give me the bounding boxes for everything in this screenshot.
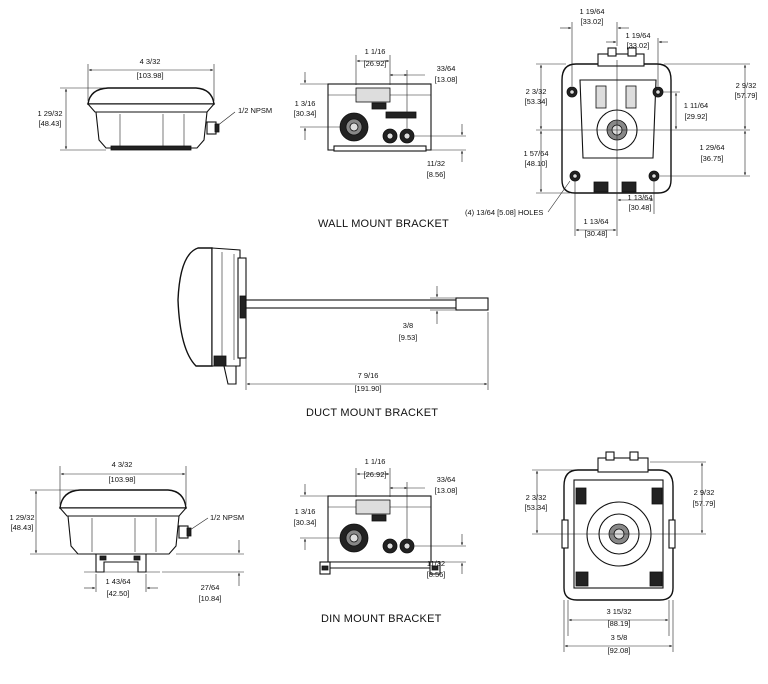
wall-mount-title: WALL MOUNT BRACKET (318, 218, 449, 230)
din-front-w2-in: 33/64 (437, 475, 456, 484)
din-side-height-mm: [48.43] (11, 523, 34, 532)
wall-front-h-in: 1 3/16 (295, 99, 316, 108)
wall-side-view: 4 3/32 [103.98] 1 29/32 [48.43] 1/2 NPSM (37, 57, 272, 151)
duct-length-in: 7 9/16 (358, 371, 379, 380)
wall-back-top2-mm: [33.02] (627, 41, 650, 50)
din-side-offset-in: 27/64 (201, 583, 220, 592)
wall-front-view: 1 1/16 [26.92] 33/64 [13.08] 1 3/16 [30.… (294, 47, 466, 179)
wall-back-l2-mm: [48.10] (525, 159, 548, 168)
din-mount-title: DIN MOUNT BRACKET (321, 613, 442, 625)
din-side-offset-mm: [10.84] (199, 594, 222, 603)
din-back-b1-mm: [88.19] (608, 619, 631, 628)
din-front-w2-mm: [13.08] (435, 486, 458, 495)
din-side-width-in: 4 3/32 (112, 460, 133, 469)
duct-probe-in: 3/8 (403, 321, 413, 330)
wall-back-b2-in: 1 13/64 (583, 217, 608, 226)
wall-back-b1-mm: [30.48] (629, 203, 652, 212)
wall-back-b2-mm: [30.48] (585, 229, 608, 238)
wall-back-l2-in: 1 57/64 (523, 149, 548, 158)
din-front-h-in: 1 3/16 (295, 507, 316, 516)
din-side-view: 4 3/32 [103.98] 1 29/32 [48.43] 1/2 NPSM… (9, 460, 244, 603)
din-back-r-mm: [57.79] (693, 499, 716, 508)
wall-front-w1-mm: [26.92] (364, 59, 387, 68)
duct-side-view: 3/8 [9.53] 7 9/16 [191.90] (177, 247, 489, 393)
wall-back-r2-mm: [29.92] (685, 112, 708, 121)
wall-back-top1-mm: [33.02] (581, 17, 604, 26)
wall-front-b-mm: [8.56] (427, 170, 446, 179)
duct-length-mm: [191.90] (354, 384, 381, 393)
wall-back-r3-in: 1 29/64 (699, 143, 724, 152)
wall-front-w1-in: 1 1/16 (365, 47, 386, 56)
wall-side-width-mm: [103.98] (136, 71, 163, 80)
din-front-b-mm: [8.56] (427, 570, 446, 579)
din-front-b-in: 11/32 (427, 559, 445, 568)
duct-probe-mm: [9.53] (399, 333, 418, 342)
wall-back-b1-in: 1 13/64 (627, 193, 652, 202)
wall-back-top1-in: 1 19/64 (579, 7, 604, 16)
din-back-view: 2 3/32 [53.34] 2 9/32 [57.79] 3 15/32 [8… (525, 451, 716, 655)
wall-back-holes: (4) 13/64 [5.08] HOLES (465, 208, 543, 217)
wall-front-h-mm: [30.34] (294, 109, 317, 118)
wall-back-l1-mm: [53.34] (525, 97, 548, 106)
wall-back-r1-in: 2 9/32 (736, 81, 757, 90)
din-back-b1-in: 3 15/32 (606, 607, 631, 616)
wall-front-w2-in: 33/64 (437, 64, 456, 73)
wall-side-width-in: 4 3/32 (140, 57, 161, 66)
wall-front-b-in: 11/32 (427, 159, 445, 168)
din-back-b2-in: 3 5/8 (611, 633, 628, 642)
wall-side-npsm: 1/2 NPSM (238, 106, 272, 115)
din-back-l-mm: [53.34] (525, 503, 548, 512)
din-side-rail-mm: [42.50] (107, 589, 130, 598)
din-side-width-mm: [103.98] (108, 475, 135, 484)
wall-back-r2-in: 1 11/64 (684, 101, 708, 110)
wall-side-height-in: 1 29/32 (37, 109, 62, 118)
din-front-w1-in: 1 1/16 (365, 457, 386, 466)
wall-back-r3-mm: [36.75] (701, 154, 724, 163)
din-front-view: 1 1/16 [26.92] 33/64 [13.08] 1 3/16 [30.… (294, 457, 466, 579)
wall-back-top2-in: 1 19/64 (625, 31, 650, 40)
wall-side-height-mm: [48.43] (39, 119, 62, 128)
wall-back-r1-mm: [57.79] (735, 91, 758, 100)
din-front-h-mm: [30.34] (294, 518, 317, 527)
wall-back-view: 1 19/64 [33.02] 1 19/64 [33.02] 2 3/32 [… (465, 7, 757, 238)
din-back-l-in: 2 3/32 (526, 493, 547, 502)
wall-front-w2-mm: [13.08] (435, 75, 458, 84)
din-side-npsm: 1/2 NPSM (210, 513, 244, 522)
din-side-rail-in: 1 43/64 (105, 577, 130, 586)
din-front-w1-mm: [26.92] (364, 470, 387, 479)
din-back-b2-mm: [92.08] (608, 646, 631, 655)
duct-mount-title: DUCT MOUNT BRACKET (306, 407, 438, 419)
din-side-height-in: 1 29/32 (9, 513, 34, 522)
din-back-r-in: 2 9/32 (694, 488, 715, 497)
wall-back-l1-in: 2 3/32 (526, 87, 547, 96)
